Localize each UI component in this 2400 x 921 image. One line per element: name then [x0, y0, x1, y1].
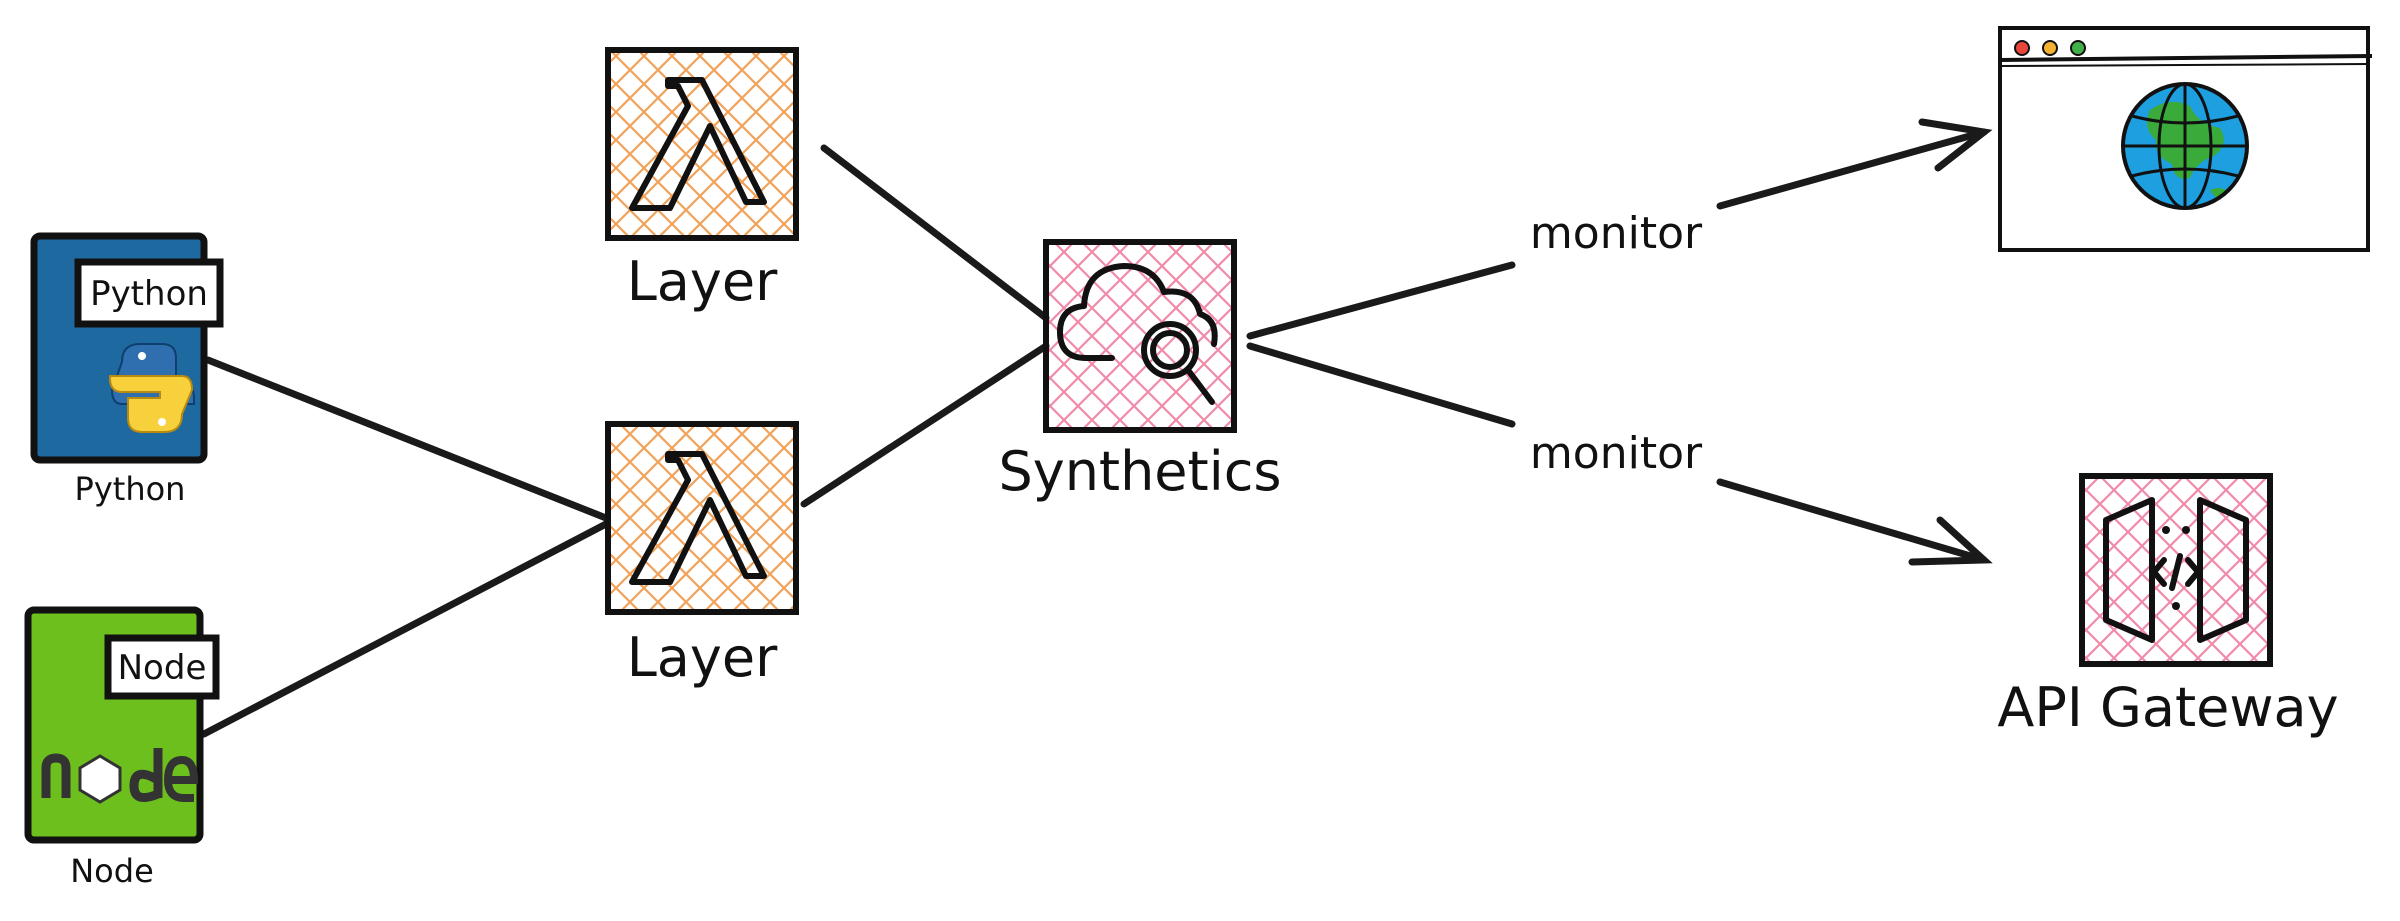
edge-label-monitor-top: monitor [1530, 208, 1703, 259]
synthetics-node: Synthetics [998, 239, 1282, 503]
python-label: Python [75, 470, 186, 508]
edge-layer-bottom-to-synthetics [800, 342, 1050, 508]
node-tag: Node [118, 648, 207, 688]
layer-top-node: Layer [605, 47, 799, 313]
lambda-icon [629, 451, 767, 585]
api-gateway-label: API Gateway [1997, 676, 2338, 739]
edge-python-to-layer-bottom [204, 356, 610, 522]
python-node: Python Python [30, 232, 224, 508]
layer-bottom-label: Layer [627, 626, 778, 689]
node-label: Node [70, 852, 154, 890]
node-tag-box [104, 634, 220, 700]
window-dot-yellow [2042, 40, 2058, 56]
nodejs-logo-icon [41, 748, 199, 804]
lambda-icon [629, 77, 767, 211]
layer-top-label: Layer [627, 250, 778, 313]
edge-synthetics-to-api-gateway [1246, 342, 1993, 566]
python-tag: Python [90, 274, 208, 314]
api-gateway-icon [2103, 497, 2249, 643]
edges: monitor monitor [200, 118, 1993, 738]
synthetics-label: Synthetics [998, 440, 1281, 503]
cloud-search-icon [1057, 263, 1218, 405]
globe-icon [2121, 82, 2249, 210]
api-gateway-node: API Gateway [1997, 473, 2339, 739]
edge-node-to-layer-bottom [200, 520, 610, 738]
edge-label-monitor-bottom: monitor [1530, 428, 1703, 479]
synthetics-box [1043, 239, 1237, 433]
node-node: Node Node [24, 606, 220, 890]
edge-synthetics-to-website [1246, 118, 1993, 340]
browser-globe-icon [1998, 26, 2373, 252]
python-tag-box [74, 258, 224, 328]
python-logo-icon [109, 343, 195, 433]
layer-bottom-node: Layer [605, 421, 799, 689]
website-node [1998, 26, 2373, 252]
edge-layer-top-to-synthetics [820, 144, 1050, 322]
window-dot-red [2014, 40, 2030, 56]
window-dot-green [2070, 40, 2086, 56]
